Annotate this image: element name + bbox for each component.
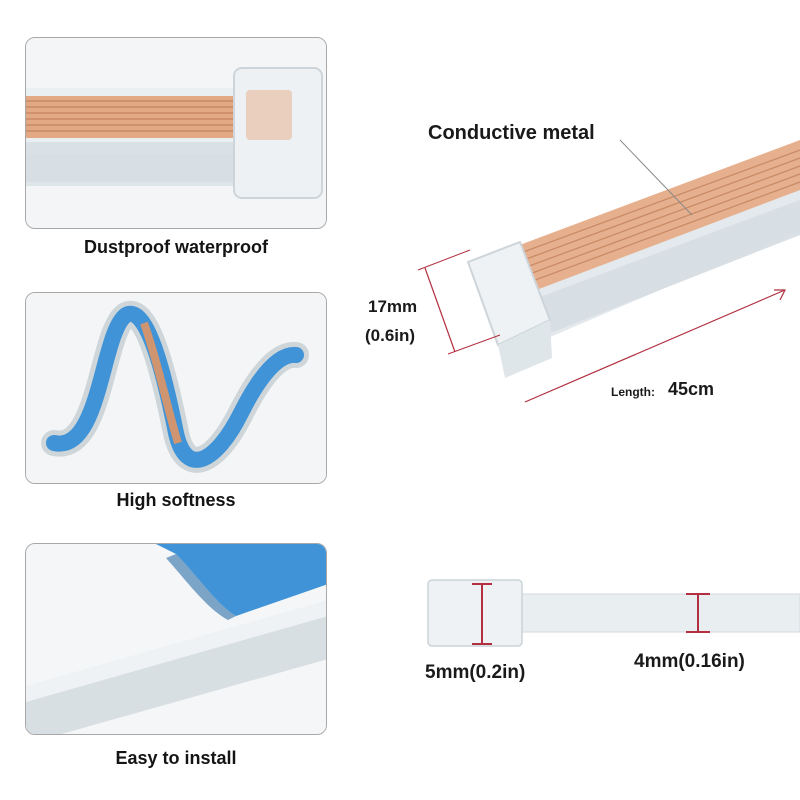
height-tick-bottom xyxy=(447,334,501,355)
end-width-label: 5mm(0.2in) xyxy=(425,662,526,683)
length-prefix-label: Length: xyxy=(611,385,655,399)
length-value-label: 45cm xyxy=(668,379,715,399)
material-leader-line xyxy=(619,139,693,216)
height-in-label: (0.6in) xyxy=(365,326,416,345)
feature-panel-install xyxy=(25,543,327,735)
caption-softness: High softness xyxy=(116,490,236,510)
height-mm-label: 17mm xyxy=(368,297,418,316)
length-dimension-line xyxy=(524,289,786,403)
strip-perspective-image xyxy=(466,140,800,378)
strip-top-view-image xyxy=(427,579,800,647)
strip-end-closeup-image xyxy=(26,38,326,228)
conductive-metal-label: Conductive metal xyxy=(428,122,595,144)
peeling-tape-image xyxy=(26,544,326,734)
caption-dustproof: Dustproof waterproof xyxy=(84,237,268,257)
caption-install: Easy to install xyxy=(115,748,237,768)
feature-panel-dustproof xyxy=(25,37,327,229)
dimension-diagram xyxy=(417,139,800,647)
feature-panel-softness xyxy=(25,292,327,484)
twisted-strip-image xyxy=(26,293,326,483)
body-width-label: 4mm(0.16in) xyxy=(634,651,745,672)
height-dimension-line xyxy=(424,267,456,353)
length-arrow xyxy=(774,289,786,301)
height-tick-top xyxy=(417,249,471,271)
